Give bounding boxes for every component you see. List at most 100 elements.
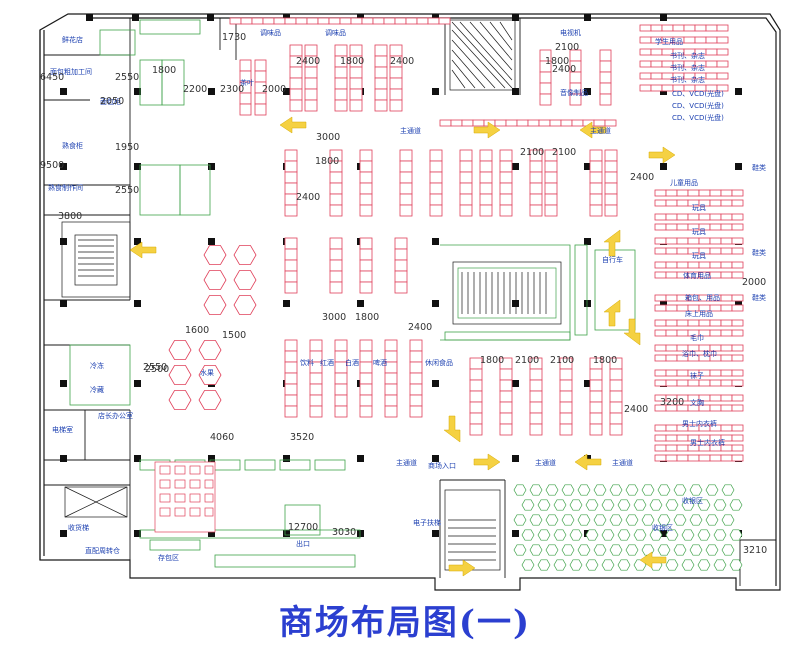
shelf-unit <box>328 17 341 25</box>
fruit-hexagon <box>721 514 735 526</box>
label-books-2: 书刊、杂志 <box>670 63 705 72</box>
fruit-hexagon <box>609 544 623 556</box>
shelf-unit <box>334 99 348 112</box>
shelf-unit <box>416 17 429 25</box>
shelf-unit <box>571 119 584 127</box>
shelf-unit <box>499 423 513 436</box>
label-books-1: 书刊、杂志 <box>670 51 705 60</box>
label-bread-room: 面包粗加工间 <box>50 67 92 76</box>
shelf-unit <box>654 444 667 452</box>
shelf-unit <box>709 369 722 377</box>
shelf-unit <box>359 171 373 184</box>
stairwell-left <box>61 221 131 298</box>
stairwell-bottom <box>444 489 501 571</box>
shelf-unit <box>334 44 348 57</box>
shelf-unit <box>349 99 363 112</box>
shelf-unit <box>559 368 573 381</box>
shelf-unit <box>676 454 689 462</box>
dim-2400g: 2400 <box>552 64 576 75</box>
shelf-unit <box>499 160 513 173</box>
shelf-unit <box>676 247 689 255</box>
shelf-unit <box>372 17 385 25</box>
fruit-hexagon <box>657 514 671 526</box>
produce-hexagon <box>198 340 222 360</box>
dim-3520: 3520 <box>290 432 314 443</box>
label-main-aisle-1: 主通道 <box>400 126 421 135</box>
fruit-hexagon <box>513 514 527 526</box>
shelf-unit <box>389 66 403 79</box>
fruit-hexagon <box>545 544 559 556</box>
shelf-unit <box>349 44 363 57</box>
shelf-unit <box>709 199 722 207</box>
shelf-unit <box>589 401 603 414</box>
fruit-hexagon <box>569 559 583 571</box>
fruit-hexagon <box>681 529 695 541</box>
shelf-unit <box>650 84 663 92</box>
shelf-unit <box>687 319 700 327</box>
shelf-unit <box>359 383 373 396</box>
shelf-unit <box>427 17 440 25</box>
fruit-hexagon <box>593 514 607 526</box>
shelf-unit <box>650 24 663 32</box>
shelf-unit <box>304 99 318 112</box>
label-toys-3: 玩具 <box>692 252 706 260</box>
shelf-unit <box>720 261 733 269</box>
shelf-unit <box>720 394 733 402</box>
shelf-unit <box>361 17 374 25</box>
shelf-unit <box>599 82 612 95</box>
dim-1800b: 1800 <box>340 56 364 67</box>
fruit-hexagon <box>537 559 551 571</box>
label-spices-2: 调味品 <box>325 28 346 37</box>
fruit-hexagon <box>649 529 663 541</box>
shelf-unit <box>589 160 603 173</box>
fruit-hexagon <box>713 499 727 511</box>
fruit-hexagon <box>697 529 711 541</box>
shelf-unit <box>705 60 718 68</box>
label-books-3: 书刊、杂志 <box>670 75 705 84</box>
fruit-hexagon <box>529 544 543 556</box>
label-toys-2: 玩具 <box>692 228 706 236</box>
shelf-unit <box>731 319 744 327</box>
produce-hexagon <box>203 245 227 265</box>
fruit-hexagon <box>729 499 743 511</box>
fruit-hexagon <box>673 544 687 556</box>
shelf-unit <box>654 454 667 462</box>
shelf-unit <box>687 379 700 387</box>
shelf-unit <box>472 119 485 127</box>
shelf-unit <box>687 454 700 462</box>
shelf-unit <box>499 204 513 217</box>
shelf-unit <box>539 71 552 84</box>
fruit-hexagon <box>673 514 687 526</box>
shelf-unit <box>284 372 298 385</box>
shelf-unit <box>687 213 700 221</box>
shelf-unit <box>538 119 551 127</box>
shelf-unit <box>650 48 663 56</box>
fruit-hexagon <box>649 499 663 511</box>
label-main-aisle-2: 主通道 <box>590 126 611 135</box>
shelf-unit <box>604 204 618 217</box>
shelf-unit <box>589 390 603 403</box>
shelf-unit <box>304 44 318 57</box>
shelf-unit <box>284 17 297 25</box>
shelf-unit <box>262 17 275 25</box>
shelf-unit <box>479 182 493 195</box>
dim-2400f: 2400 <box>624 404 648 415</box>
shelf-unit <box>284 149 298 162</box>
dim-2100b: 2100 <box>520 147 544 158</box>
shelf-unit <box>429 160 443 173</box>
shelf-unit <box>254 103 267 116</box>
fruit-hexagon <box>545 514 559 526</box>
shelf-unit <box>720 424 733 432</box>
produce-hexagon <box>233 245 257 265</box>
label-exit-cashier: 收银区 <box>652 523 673 532</box>
shelf-unit <box>705 72 718 80</box>
shelf-unit <box>409 339 423 352</box>
fruit-hexagon <box>729 559 743 571</box>
label-storage: 存包区 <box>158 553 179 562</box>
shelf-unit <box>389 77 403 90</box>
shelf-unit <box>650 60 663 68</box>
shelf-unit <box>429 204 443 217</box>
shelf-unit <box>599 71 612 84</box>
dim-2100e: 2100 <box>550 355 574 366</box>
shelf-unit <box>289 44 303 57</box>
